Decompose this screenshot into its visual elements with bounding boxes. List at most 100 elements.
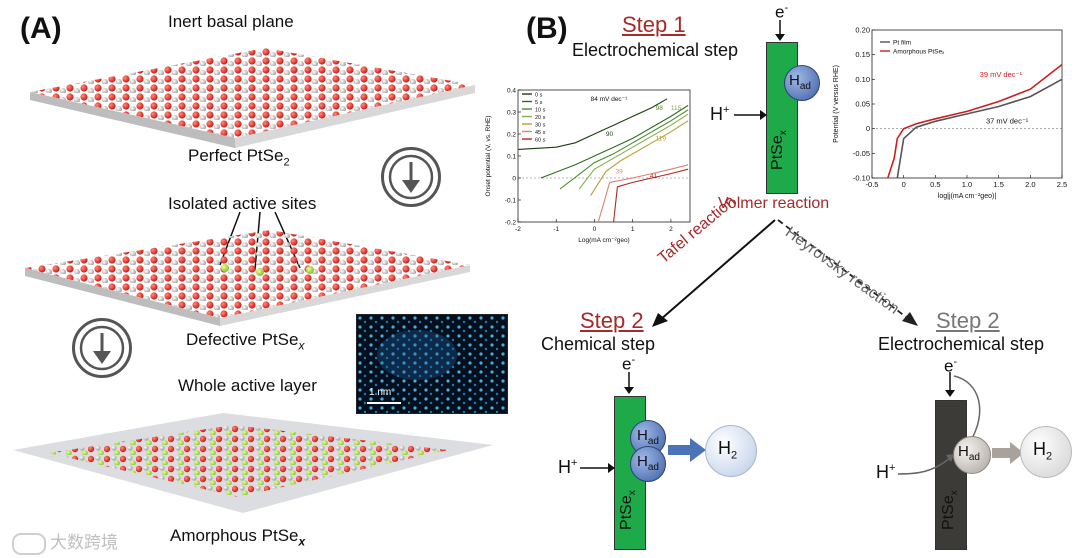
legend-entry: 5 s — [535, 100, 543, 106]
x-tick-label: 2.5 — [1057, 180, 1067, 189]
series-line-1 — [540, 104, 689, 179]
step2-elec-proton-label: H+ — [876, 462, 896, 482]
amorphous-layer-image — [13, 413, 493, 513]
step1-bar-label: PtSex — [768, 130, 790, 170]
legend-entry: 45 s — [535, 130, 546, 136]
legend-entry: Amorphous PtSeₓ — [893, 49, 945, 56]
y-tick-label: 0.2 — [507, 132, 516, 139]
step1-had-circle — [784, 65, 820, 101]
watermark-logo: 大数跨境 — [12, 528, 118, 555]
perfect-lattice-image — [30, 48, 475, 148]
step2-elec-h2-label: H2 — [1033, 439, 1053, 463]
x-axis-label: Log(mA cm⁻²geo) — [578, 237, 629, 244]
whole-active-layer-label: Whole active layer — [178, 376, 317, 395]
step2-elec-had-circle — [953, 436, 991, 474]
amorphous-ptsex-label: Amorphous PtSex — [170, 526, 306, 549]
y-tick-label: 0.15 — [855, 50, 870, 59]
step1-proton-arrow — [734, 110, 767, 120]
chart1-annotation: 119 — [656, 136, 667, 143]
series-line-0 — [517, 98, 668, 150]
y-tick-label: 0.05 — [855, 100, 870, 109]
reaction-pathway-arrows — [652, 219, 918, 327]
tafel-slope-chart: -0.5 0 0.5 1.0 1.5 2.0 2.5 -0.10 -0.05 0 0.05 0.10 0… — [833, 26, 1067, 201]
y-tick-label: 0.4 — [507, 88, 516, 95]
step1-proton-label: H+ — [710, 104, 730, 124]
series-line-1 — [887, 63, 1063, 179]
down-arrow-icon — [381, 147, 441, 207]
panel-b-letter: (B) — [526, 12, 568, 45]
series-line-0 — [896, 78, 1063, 179]
series-line-3 — [578, 113, 689, 190]
x-tick-label: -2 — [515, 226, 521, 233]
perfect-ptse2-label: Perfect PtSe2 — [188, 146, 290, 169]
chart2-annotation: 37 mV dec⁻¹ — [986, 117, 1029, 126]
step1-subtitle: Electrochemical step — [572, 40, 739, 60]
step1-title: Step 1 — [622, 12, 686, 37]
defective-ptsex-label: Defective PtSex — [186, 330, 305, 353]
step2-elec-ptsex-bar — [935, 400, 967, 550]
step2-elec-bar-label: PtSex — [939, 490, 961, 530]
y-tick-label: -0.1 — [505, 198, 517, 205]
chart1-annotation: 41 — [650, 173, 658, 180]
volmer-reaction-label: Volmer reaction — [718, 195, 830, 212]
y-tick-label: -0.2 — [505, 220, 517, 227]
step1-electron-label: e- — [775, 2, 789, 22]
chart1-annotation: 39 — [615, 169, 623, 176]
x-tick-label: 0 — [902, 180, 906, 189]
step1-had-label: Had — [789, 72, 811, 92]
step2-chem-had-label-1: Had — [637, 427, 659, 447]
legend-entry: 0 s — [535, 93, 543, 99]
step2-chem-proton-arrow — [580, 463, 615, 473]
y-tick-label: 0.1 — [507, 154, 516, 161]
x-tick-label: -1 — [553, 226, 559, 233]
chart2-annotation: 39 mV dec⁻¹ — [980, 70, 1023, 79]
watermark-icon — [12, 532, 46, 555]
x-tick-label: 2.0 — [1025, 180, 1035, 189]
chart1-annotation: 115 — [671, 105, 682, 112]
series-line-5 — [597, 164, 689, 223]
step2-elec-electron-label: e- — [944, 356, 958, 376]
y-tick-label: -0.05 — [853, 149, 870, 158]
step2-elec-had-label: Had — [958, 443, 980, 463]
step2-electrochemical-title: Step 2 — [936, 308, 1000, 333]
step2-chem-had-label-2: Had — [637, 453, 659, 473]
step1-electron-arrow — [775, 20, 785, 41]
step2-elec-proton-arrow — [898, 454, 954, 475]
step2-chem-had-circle-2 — [630, 446, 666, 482]
stem-image: 1 nm — [356, 314, 508, 414]
x-tick-label: 1 — [631, 226, 635, 233]
chart1-annotation: 84 mV dec⁻¹ — [591, 96, 629, 103]
step2-chem-electron-arrow — [624, 372, 634, 394]
legend-entry: 30 s — [535, 123, 546, 129]
down-arrow-icon — [72, 318, 132, 378]
legend-entry: Pt film — [893, 40, 911, 47]
x-tick-label: 2 — [669, 226, 673, 233]
step2-chem-proton-label: H+ — [558, 457, 578, 477]
chart1-annotation: 98 — [656, 105, 664, 112]
x-tick-label: 0.5 — [930, 180, 940, 189]
step2-chem-bar-label: PtSex — [617, 490, 639, 530]
panel-a-letter: (A) — [20, 12, 62, 45]
x-tick-label: -0.5 — [866, 180, 879, 189]
series-line-4 — [590, 120, 689, 196]
step2-chem-electron-label: e- — [622, 354, 636, 374]
series-line-6 — [613, 168, 689, 223]
y-tick-label: 0 — [866, 124, 870, 133]
step2-chem-h2-circle — [705, 425, 757, 477]
y-axis-label: Onset potential (V, vs. RHE) — [485, 115, 492, 196]
y-tick-label: -0.10 — [853, 174, 870, 183]
step2-chemical-subtitle: Chemical step — [541, 334, 656, 354]
step2-electrochemical-subtitle: Electrochemical step — [878, 334, 1045, 354]
step2-chem-h2-label: H2 — [718, 438, 738, 462]
stem-scale-bar-label: 1 nm — [369, 387, 392, 398]
chart1-annotation: 90 — [606, 131, 614, 138]
step2-elec-product-arrow — [992, 442, 1024, 464]
x-tick-label: 0 — [593, 226, 597, 233]
step2-chem-product-arrow — [668, 438, 706, 462]
step2-chemical-title: Step 2 — [580, 308, 644, 333]
legend-entry: 10 s — [535, 108, 546, 114]
x-tick-label: 1.0 — [962, 180, 972, 189]
y-tick-label: 0.10 — [855, 75, 870, 84]
x-tick-label: 1.5 — [993, 180, 1003, 189]
